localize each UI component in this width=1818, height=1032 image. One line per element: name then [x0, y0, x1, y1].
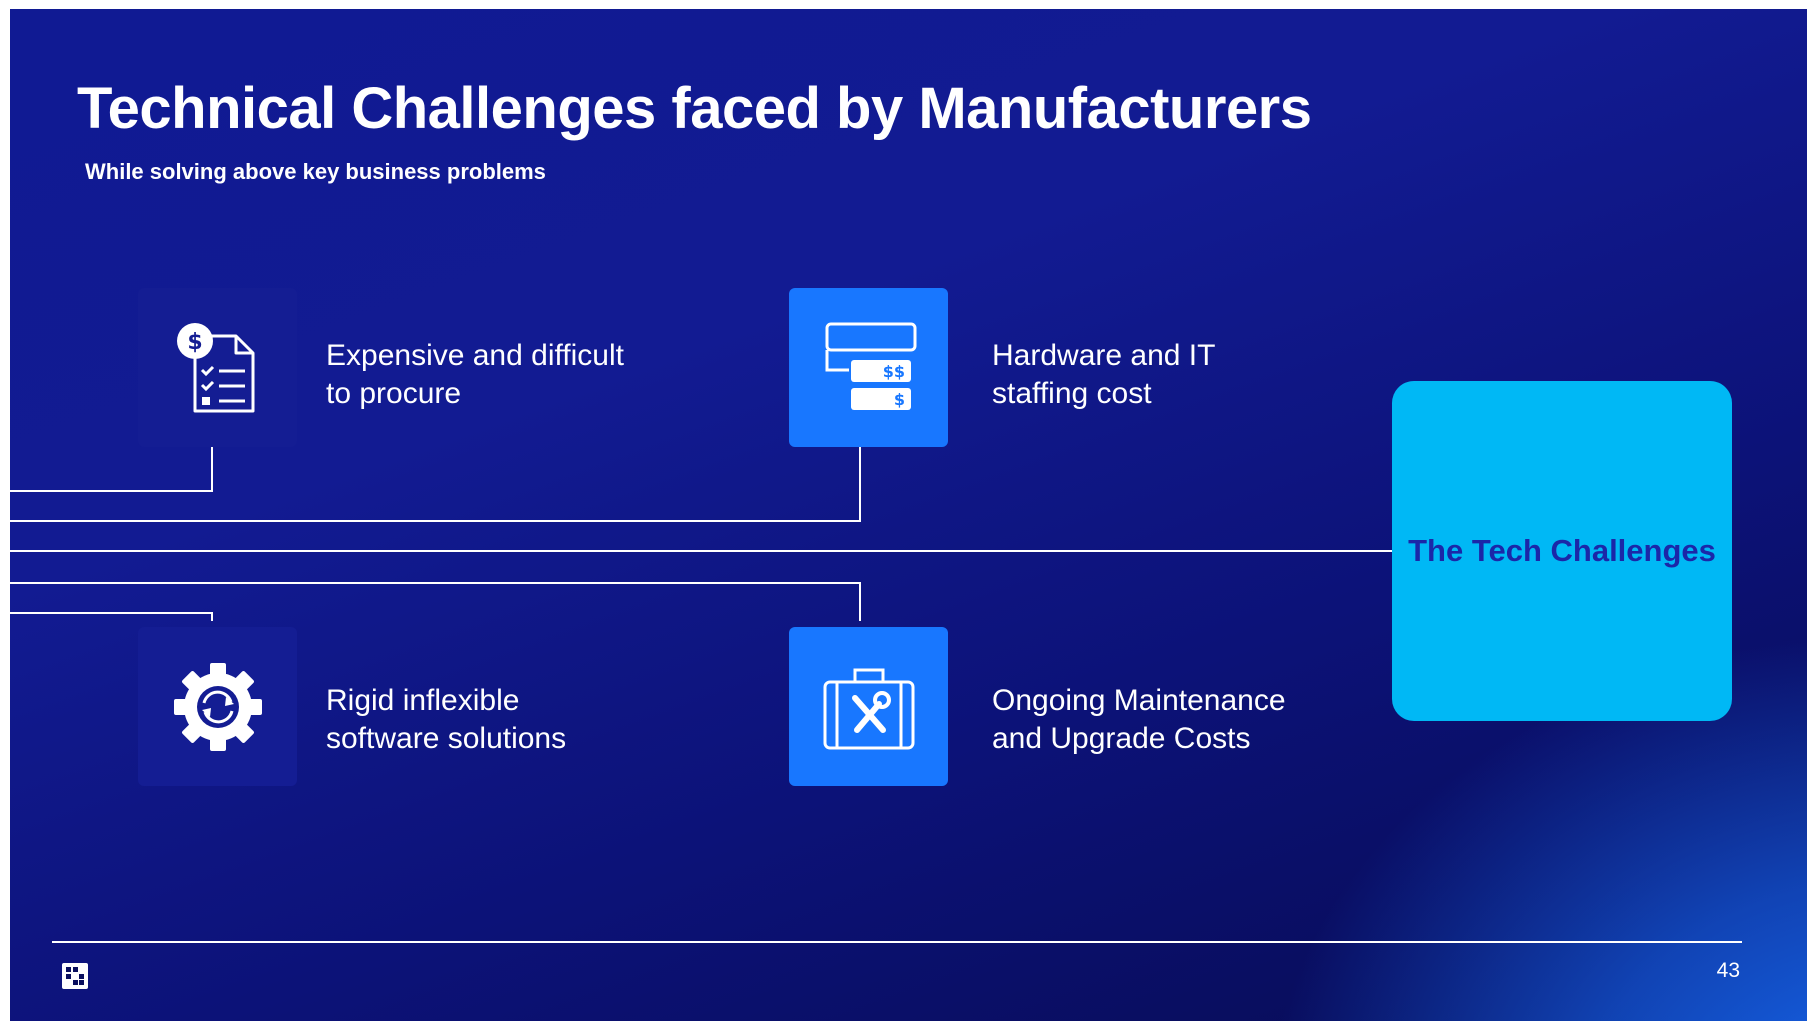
- challenge-procure-line2: to procure: [326, 377, 462, 410]
- svg-text:$: $: [893, 390, 904, 409]
- challenge-maintenance-line2: and Upgrade Costs: [992, 722, 1251, 755]
- slide: Technical Challenges faced by Manufactur…: [10, 9, 1807, 1021]
- footer-divider: [52, 941, 1742, 943]
- challenge-procure: Expensive and difficult to procure: [326, 337, 746, 413]
- hub-label: The Tech Challenges: [1408, 533, 1716, 568]
- connector-line-maintenance: [10, 582, 861, 621]
- connector-line-hardware: [10, 447, 861, 522]
- connector-line-rigid: [10, 612, 213, 621]
- brand-logo-icon: [62, 963, 88, 989]
- svg-text:$$: $$: [882, 362, 904, 381]
- connector-lines: [10, 447, 1392, 621]
- page-number: 43: [1716, 959, 1740, 982]
- challenge-rigid-line1: Rigid inflexible: [326, 684, 520, 717]
- toolbox-icon: [823, 668, 914, 749]
- connector-line-procure: [10, 447, 213, 492]
- rigid-icon-tile: [138, 627, 297, 786]
- slide-subtitle: While solving above key business problem…: [85, 159, 546, 184]
- challenge-hardware: Hardware and IT staffing cost: [992, 337, 1412, 413]
- procurement-document-dollar-icon: $: [176, 322, 254, 412]
- challenge-maintenance-line1: Ongoing Maintenance: [992, 684, 1286, 717]
- challenge-maintenance: Ongoing Maintenance and Upgrade Costs: [992, 682, 1412, 758]
- tech-challenges-hub: The Tech Challenges: [1392, 381, 1732, 721]
- maintenance-icon-tile: [789, 627, 948, 786]
- challenge-procure-line1: Expensive and difficult: [326, 339, 624, 372]
- server-cost-icon: $$ $: [825, 322, 916, 410]
- challenge-hardware-line1: Hardware and IT: [992, 339, 1216, 372]
- challenge-rigid: Rigid inflexible software solutions: [326, 682, 746, 758]
- challenge-rigid-line2: software solutions: [326, 722, 567, 755]
- procure-icon-tile: $: [138, 288, 297, 447]
- svg-text:$: $: [187, 330, 202, 355]
- slide-title: Technical Challenges faced by Manufactur…: [77, 76, 1312, 141]
- challenge-hardware-line2: staffing cost: [992, 377, 1152, 410]
- hardware-icon-tile: $$ $: [789, 288, 948, 447]
- gear-refresh-icon: [173, 662, 262, 751]
